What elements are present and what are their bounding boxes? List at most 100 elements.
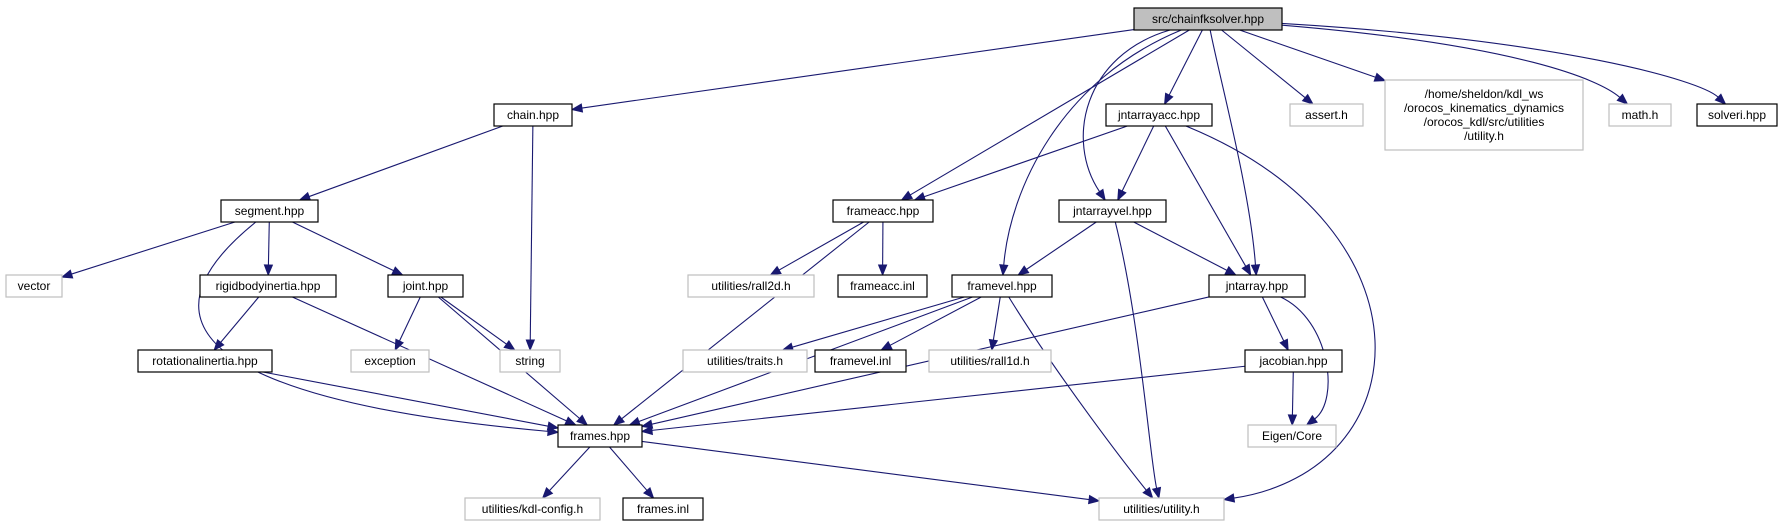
edge-segment-to-rigidbodyinertia [267, 221, 270, 266]
edge-framevel-to-framevelinl [889, 296, 982, 346]
node-frameaccinl[interactable]: frameacc.inl [837, 274, 928, 298]
edge-joint-to-exception [398, 296, 421, 342]
edge-jntarrayvel-to-framevel [1026, 221, 1097, 270]
arrowhead-segment-to-vector [60, 269, 74, 279]
node-label: exception [364, 354, 415, 368]
node-box [137, 349, 273, 373]
node-label: frameacc.inl [850, 279, 915, 293]
node-jntarray[interactable]: jntarray.hpp [1208, 274, 1306, 298]
edge-frames-to-framesinl [609, 446, 648, 491]
node-box [1247, 424, 1337, 448]
arrowhead-frameacc-to-frameaccinl [877, 264, 888, 277]
node-exception: exception [350, 349, 430, 373]
node-jacobian[interactable]: jacobian.hpp [1244, 349, 1343, 373]
node-label: utilities/rall2d.h [711, 279, 790, 293]
edge-segment-to-frames [198, 221, 549, 432]
node-kdlconfig: utilities/kdl-config.h [464, 497, 601, 521]
arrowhead-framevel-to-frames [628, 416, 641, 426]
arrowhead-chain-to-string [525, 339, 536, 352]
nodes-layer: src/chainfksolver.hpp chain.hpp segment.hp… [5, 7, 1778, 521]
edge-rotationalinertia-to-frames [262, 371, 549, 427]
node-box [622, 497, 704, 521]
node-box [387, 274, 464, 298]
edge-framevel-to-rall1d [992, 296, 1001, 341]
edge-jacobian-to-frames [651, 365, 1246, 431]
arrowhead-joint-to-frames [576, 414, 589, 426]
node-framevel[interactable]: framevel.hpp [951, 274, 1053, 298]
edge-segment-to-vector [71, 221, 236, 275]
node-rigidbodyinertia[interactable]: rigidbodyinertia.hpp [199, 274, 337, 298]
edge-jntarrayacc-to-utility [1185, 125, 1376, 499]
arrowhead-joint-to-exception [394, 338, 404, 352]
arrowhead-chainfksolver-to-mathh [1616, 93, 1629, 105]
node-rall2d: utilities/rall2d.h [687, 274, 815, 298]
node-label: segment.hpp [235, 204, 305, 218]
edge-segment-to-joint [292, 221, 394, 272]
node-frameacc[interactable]: frameacc.hpp [832, 199, 934, 223]
node-joint[interactable]: joint.hpp [387, 274, 464, 298]
edge-jntarrayacc-to-frameacc [923, 125, 1128, 198]
edge-jntarray-to-jacobian [1261, 296, 1285, 342]
node-box [814, 349, 907, 373]
node-framesinl[interactable]: frames.inl [622, 497, 704, 521]
edge-jacobian-to-eigencore [1291, 371, 1294, 416]
node-box [493, 103, 573, 127]
edge-jntarrayacc-to-jntarrayvel [1121, 125, 1155, 192]
arrowhead-chainfksolver-to-jntarrayacc [1163, 92, 1174, 106]
node-label: utilities/utility.h [1123, 502, 1199, 516]
arrowhead-rigidbodyinertia-to-rotationalinertia [213, 338, 225, 352]
arrowhead-rigidbodyinertia-to-frames [564, 416, 577, 426]
arrowhead-chainfksolver-to-jntarrayvel [1095, 188, 1106, 202]
node-rotationalinertia[interactable]: rotationalinertia.hpp [137, 349, 273, 373]
node-chainfksolver[interactable]: src/chainfksolver.hpp [1133, 7, 1283, 31]
node-eigencore: Eigen/Core [1247, 424, 1337, 448]
edge-framevel-to-utility [1008, 296, 1147, 491]
node-box [1696, 103, 1778, 127]
arrowhead-chainfksolver-to-solveri [1714, 93, 1727, 105]
node-label: utilities/rall1d.h [950, 354, 1029, 368]
edge-chainfksolver-to-jntarrayvel [1082, 29, 1171, 192]
node-box [1058, 199, 1167, 223]
edge-jntarrayvel-to-utility [1114, 221, 1158, 489]
node-segment[interactable]: segment.hpp [220, 199, 319, 223]
node-label: /orocos_kinematics_dynamics [1404, 101, 1564, 115]
arrowhead-jacobian-to-frames [640, 425, 653, 436]
node-label: Eigen/Core [1262, 429, 1322, 443]
arrowhead-chainfksolver-to-utilityfull [1373, 72, 1387, 82]
arrowhead-jacobian-to-eigencore [1287, 414, 1298, 427]
arrowhead-joint-to-string [503, 340, 516, 351]
node-jntarrayacc[interactable]: jntarrayacc.hpp [1105, 103, 1213, 127]
node-utility: utilities/utility.h [1098, 497, 1225, 521]
arrowhead-framevel-to-utility [1142, 486, 1154, 500]
node-framevelinl[interactable]: framevel.inl [814, 349, 907, 373]
edge-chainfksolver-to-asserth [1221, 29, 1306, 99]
arrowhead-jntarray-to-frames [640, 419, 654, 429]
node-label: chain.hpp [507, 108, 559, 122]
edge-jntarrayacc-to-jntarray [1164, 125, 1247, 267]
node-box [199, 274, 337, 298]
node-box [557, 424, 643, 448]
edge-framevel-to-traits [792, 296, 965, 348]
arrowhead-chainfksolver-to-frameacc [900, 190, 914, 201]
node-box [951, 274, 1053, 298]
node-box [1098, 497, 1225, 521]
node-asserth: assert.h [1289, 103, 1364, 127]
edge-chainfksolver-to-solveri [1281, 22, 1719, 98]
arrowhead-jntarrayvel-to-framevel [1017, 265, 1030, 276]
arrowhead-framevel-to-framevelinl [880, 340, 893, 351]
node-chain[interactable]: chain.hpp [493, 103, 573, 127]
node-vector: vector [5, 274, 63, 298]
node-string: string [499, 349, 561, 373]
node-label: math.h [1622, 108, 1659, 122]
edge-chain-to-string [529, 125, 534, 341]
node-label: frames.hpp [570, 429, 630, 443]
node-jntarrayvel[interactable]: jntarrayvel.hpp [1058, 199, 1167, 223]
node-solveri[interactable]: solveri.hpp [1696, 103, 1778, 127]
arrowhead-segment-to-rigidbodyinertia [263, 264, 274, 277]
arrowhead-frames-to-kdlconfig [541, 487, 554, 499]
node-label: utilities/traits.h [707, 354, 783, 368]
node-frames[interactable]: frames.hpp [557, 424, 643, 448]
node-label: jntarrayacc.hpp [1117, 108, 1200, 122]
node-rall1d: utilities/rall1d.h [928, 349, 1052, 373]
node-label: /utility.h [1464, 129, 1504, 143]
